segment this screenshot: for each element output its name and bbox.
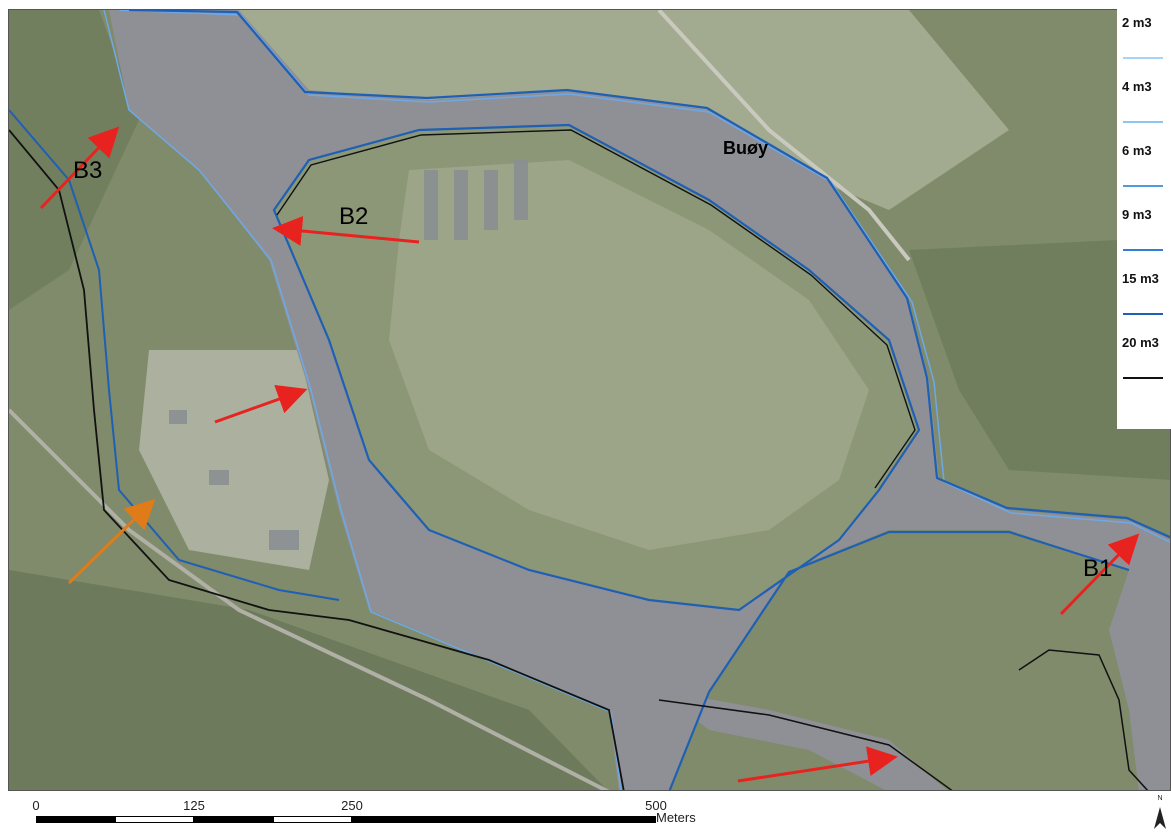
scale-tick-125: 125	[183, 798, 205, 813]
arrow-b3	[39, 126, 120, 210]
legend-swatch	[1123, 249, 1163, 251]
outline-black-island	[276, 129, 916, 489]
site-label-b1: B1	[1083, 555, 1112, 582]
arrow-industrial	[214, 384, 308, 424]
outline-dark-blue-south	[668, 530, 1130, 790]
scale-unit: Meters	[656, 810, 696, 825]
scale-seg-5	[352, 816, 656, 823]
map-frame[interactable]: B3 B2 B1 Buøy	[8, 9, 1171, 791]
outline-black-channel	[658, 699, 953, 790]
legend-swatch	[1123, 313, 1163, 315]
outline-dark-blue-west-channel	[9, 109, 340, 601]
outline-dark-blue-main	[128, 10, 1170, 539]
scale-tick-500: 500	[645, 798, 667, 813]
outline-dark-blue-island	[272, 123, 921, 612]
legend-swatch	[1123, 121, 1163, 123]
forest-patch-southwest	[9, 570, 608, 790]
scale-seg-2	[115, 816, 194, 823]
legend-label: 20 m3	[1122, 335, 1159, 350]
forest-patch-west	[9, 10, 139, 310]
legend-item: 9 m3	[1117, 201, 1171, 261]
legend-item: 2 m3	[1117, 9, 1171, 69]
site-label-b3: B3	[73, 157, 102, 184]
outline-black-east	[1018, 649, 1149, 790]
legend-swatch	[1123, 185, 1163, 187]
legend-label: 9 m3	[1122, 207, 1152, 222]
legend-item: 4 m3	[1117, 73, 1171, 133]
legend: 2 m3 4 m3 6 m3 9 m3 15 m3 20 m3	[1117, 9, 1171, 429]
arrow-orange-road	[67, 498, 156, 585]
scale-seg-3	[194, 816, 273, 823]
legend-label: 4 m3	[1122, 79, 1152, 94]
north-arrow-icon	[1154, 807, 1166, 829]
north-label: N	[1157, 795, 1163, 802]
arrow-b1	[1059, 533, 1140, 616]
road-town	[657, 10, 911, 262]
legend-swatch	[1123, 57, 1163, 59]
legend-item: 6 m3	[1117, 137, 1171, 197]
road-southwest	[9, 408, 610, 790]
buildings	[169, 160, 528, 550]
scale-seg-1	[36, 816, 115, 823]
river-east-branch	[1109, 570, 1170, 790]
island-field-overlay	[389, 160, 869, 550]
forest-patch-east	[909, 240, 1170, 480]
legend-label: 2 m3	[1122, 15, 1152, 30]
legend-item: 15 m3	[1117, 265, 1171, 325]
site-label-b2: B2	[339, 203, 368, 230]
legend-swatch	[1123, 377, 1163, 379]
outline-black-west	[9, 129, 625, 790]
north-arrow: N	[1150, 795, 1170, 831]
legend-item: 20 m3	[1117, 329, 1171, 389]
scale-bar: 0 125 250 500 Meters	[0, 792, 1171, 834]
place-label-buoy: Buøy	[723, 138, 768, 158]
legend-label: 15 m3	[1122, 271, 1159, 286]
outline-light-blue-west	[103, 10, 622, 790]
outline-light-blue-main	[118, 10, 1170, 543]
scale-tick-0: 0	[32, 798, 40, 813]
scale-seg-4	[273, 816, 352, 823]
legend-label: 6 m3	[1122, 143, 1152, 158]
map-canvas[interactable]: B3 B2 B1 Buøy	[9, 10, 1171, 791]
scale-tick-250: 250	[341, 798, 363, 813]
arrow-b2	[272, 216, 420, 246]
arrow-south-channel	[737, 746, 898, 783]
